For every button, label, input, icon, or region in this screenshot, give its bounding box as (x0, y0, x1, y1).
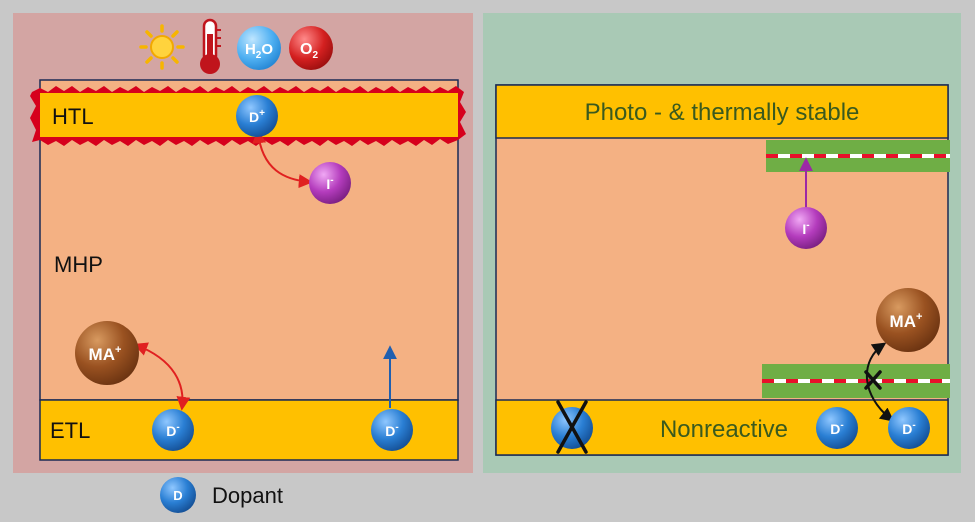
ion-letter: D (830, 421, 840, 437)
ion-charge: - (912, 420, 915, 431)
svg-text:D-: D- (902, 420, 915, 437)
ion-letter: MA (890, 312, 916, 331)
ion-charge: - (176, 422, 179, 433)
blocked-cross-icon (864, 370, 882, 390)
right-ma-ion: MA+ (876, 288, 940, 352)
svg-text:D-: D- (385, 422, 398, 439)
ma-etl-dopant-arrow (133, 342, 191, 411)
htl-dopant-iodide-arrow (252, 129, 313, 189)
sun-icon (139, 24, 185, 70)
right-top-label: Photo - & thermally stable (585, 99, 860, 126)
left-panel: HTL ETL MHP H2O (13, 13, 473, 473)
ion-letter: D (385, 423, 395, 439)
water-sub-text: 2 (256, 50, 262, 61)
ion-letter: I (326, 176, 330, 192)
left-ma-ion: MA+ (75, 321, 139, 385)
etl-dopant-ion-2: D- (371, 409, 413, 451)
thermometer-icon (200, 18, 221, 74)
svg-text:D-: D- (830, 420, 843, 437)
right-dopant-ion-1: D- (816, 407, 858, 449)
water-molecule-icon: H2O (237, 26, 281, 70)
no-dopant-crossed-icon (551, 400, 593, 454)
ma-dopant-blocked-arrow (865, 342, 895, 422)
left-iodide-ion: I- (309, 162, 351, 204)
svg-text:D-: D- (166, 422, 179, 439)
legend-dopant-label: Dopant (212, 483, 283, 508)
ion-letter: D (166, 423, 176, 439)
ion-letter: D (249, 109, 259, 125)
bottom-barrier-interlayer (762, 364, 950, 398)
right-top-layer (495, 84, 949, 139)
ion-charge: + (916, 311, 922, 323)
left-etl-label: ETL (50, 418, 90, 443)
svg-text:I-: I- (802, 220, 809, 237)
legend-dopant-letter: D (173, 488, 182, 503)
svg-text:O2: O2 (300, 41, 318, 61)
oxygen-molecule-icon: O2 (289, 26, 333, 70)
ion-charge: - (840, 420, 843, 431)
svg-text:D+: D+ (249, 108, 265, 125)
left-mhp-label: MHP (54, 252, 103, 277)
svg-text:H2O: H2O (245, 41, 273, 61)
legend: D Dopant (160, 477, 283, 513)
water-base-text: H (245, 41, 256, 58)
svg-text:MA+: MA+ (890, 311, 923, 331)
oxygen-sub-text: 2 (312, 50, 318, 61)
ion-letter: MA (89, 345, 115, 364)
right-dopant-ion-2: D- (888, 407, 930, 449)
top-barrier-interlayer (766, 140, 950, 172)
oxygen-base-text: O (300, 41, 312, 58)
svg-text:I-: I- (326, 175, 333, 192)
svg-text:MA+: MA+ (89, 344, 122, 364)
ion-letter: I (802, 221, 806, 237)
right-iodide-ion: I- (785, 207, 827, 249)
ion-charge: - (330, 175, 333, 186)
etl-dopant-ion-1: D- (152, 409, 194, 451)
ion-charge: + (115, 344, 121, 356)
htl-dopant-ion: D+ (236, 95, 278, 137)
right-panel: Photo - & thermally stable Nonreactive I… (483, 13, 961, 473)
right-bottom-label: Nonreactive (660, 416, 788, 443)
ion-charge: - (395, 422, 398, 433)
water-tail-text: O (261, 41, 273, 58)
legend-dopant-icon: D (160, 477, 196, 513)
ion-letter: D (902, 421, 912, 437)
ion-charge: + (259, 108, 265, 119)
ion-charge: - (806, 220, 809, 231)
left-htl-label: HTL (52, 104, 94, 129)
